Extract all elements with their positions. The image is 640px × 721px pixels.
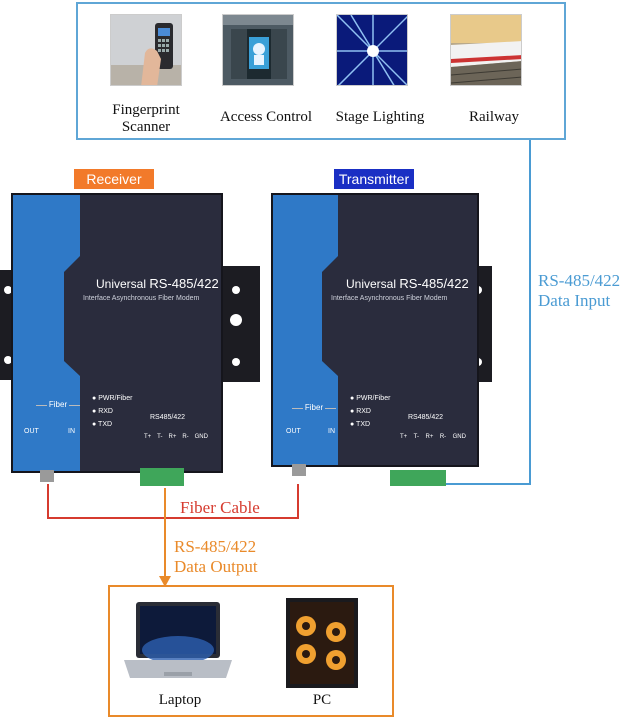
fingerprint-scanner-label: Fingerprint Scanner xyxy=(112,102,180,135)
railway-image xyxy=(450,14,522,86)
receiver-tag: Receiver xyxy=(74,169,154,189)
receiver-led-txd: ● TXD xyxy=(92,421,113,428)
receiver-leds: ● PWR/Fiber ● RXD ● TXD xyxy=(92,392,132,431)
transmitter-subtitle: Interface Asynchronous Fiber Modem xyxy=(331,295,448,302)
transmitter-title: Universal RS-485/422 xyxy=(346,276,469,291)
receiver-port-in: IN xyxy=(68,428,75,435)
fiber-cable-line xyxy=(47,484,299,519)
fingerprint-scanner-image xyxy=(110,14,182,86)
access-control-image xyxy=(222,14,294,86)
output-annotation: RS-485/422 Data Output xyxy=(174,537,258,576)
output-arrow xyxy=(159,576,171,587)
pc-image xyxy=(286,598,358,688)
receiver-subtitle: Interface Asynchronous Fiber Modem xyxy=(83,295,200,302)
transmitter-pins: T+T-R+R-GND xyxy=(400,434,466,440)
laptop-image xyxy=(124,602,232,678)
receiver-device xyxy=(0,193,260,486)
fiber-cable-annotation: Fiber Cable xyxy=(180,498,260,517)
receiver-led-pwr: ● PWR/Fiber xyxy=(92,395,133,402)
receiver-terminal-label: RS485/422 xyxy=(150,414,186,421)
transmitter-tag: Transmitter xyxy=(334,169,414,189)
pc-label: PC xyxy=(312,692,332,708)
stage-lighting-image xyxy=(336,14,408,86)
transmitter-led-rxd: ● RXD xyxy=(350,408,371,415)
transmitter-port-out: OUT xyxy=(286,428,301,435)
receiver-led-rxd: ● RXD xyxy=(92,408,113,415)
input-line-lower xyxy=(446,318,531,485)
transmitter-leds: ● PWR/Fiber ● RXD ● TXD xyxy=(350,392,390,431)
outputs-panel xyxy=(108,585,394,717)
railway-label: Railway xyxy=(469,109,519,125)
access-control-label: Access Control xyxy=(219,109,313,125)
transmitter-led-txd: ● TXD xyxy=(350,421,371,428)
transmitter-terminal-label: RS485/422 xyxy=(408,414,444,421)
transmitter-device xyxy=(271,193,492,486)
input-annotation: RS-485/422 Data Input xyxy=(538,271,621,310)
transmitter-fiber-bracket: Fiber xyxy=(292,403,336,418)
applications-panel xyxy=(76,2,566,140)
receiver-pins: T+T-R+R-GND xyxy=(144,434,208,440)
receiver-port-out: OUT xyxy=(24,428,39,435)
transmitter-led-pwr: ● PWR/Fiber xyxy=(350,395,391,402)
transmitter-port-in: IN xyxy=(328,428,335,435)
laptop-label: Laptop xyxy=(158,692,202,708)
stage-lighting-label: Stage Lighting xyxy=(335,109,425,125)
receiver-title: Universal RS-485/422 xyxy=(96,276,219,291)
receiver-fiber-bracket: Fiber xyxy=(36,400,80,415)
